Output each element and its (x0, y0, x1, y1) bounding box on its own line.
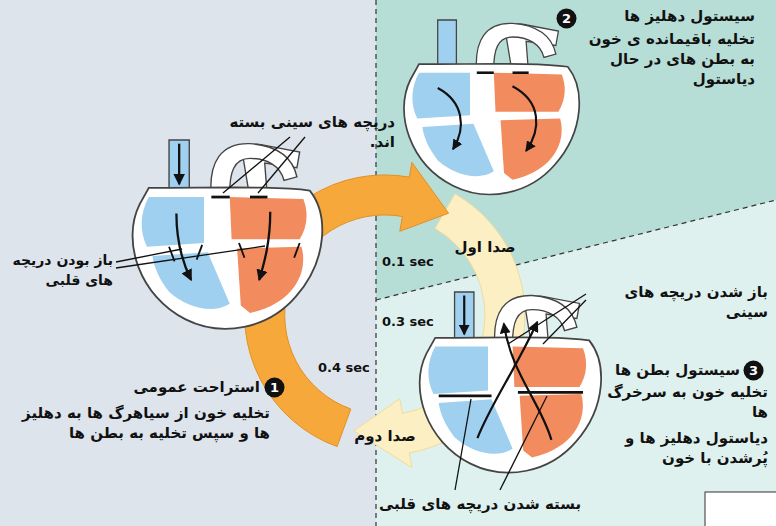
phase-description: دیاستول دهلیز ها و پُرشدن با خون (603, 428, 768, 468)
duration-label: 0.3 sec (382, 312, 444, 332)
phase-heading: سیستول بطن ها (605, 360, 740, 380)
heart-ventricular-systole (420, 292, 601, 473)
duration-label: 0.4 sec (318, 358, 380, 378)
callout-circle (744, 361, 764, 381)
phase-heading: استراحت عمومی (120, 377, 260, 397)
valve-label: باز بودن دریچه های قلبی (8, 250, 113, 290)
phase-description: تخلیه باقیمانده ی خون به بطن های در حال … (575, 29, 755, 89)
duration-label: 0.1 sec (382, 252, 444, 272)
heart-atrial-systole (404, 20, 579, 194)
callout-number: 2 (556, 8, 577, 29)
callout-circle (557, 9, 577, 29)
valve-label: بسته شدن دریچه های قلبی (375, 494, 585, 514)
heart-sound-label: صدا اول (450, 237, 520, 257)
heart-sound-label: صدا دوم (350, 426, 420, 446)
callout-number: 3 (749, 363, 758, 378)
valve-label: باز شدن دریچه های سینی (590, 282, 768, 322)
atrial-systole-zone (376, 0, 776, 300)
phase-heading: سیستول دهلیز ها (575, 6, 755, 26)
heart-relaxation (133, 140, 323, 329)
callout-number: 1 (270, 380, 279, 395)
phase-description: تخلیه خون از سیاهرگ ها به دهلیز ها و سپس… (15, 403, 270, 443)
phase-description: تخلیه خون به سرخرگ ها (603, 382, 768, 422)
callout-number: 1 (264, 377, 285, 398)
callout-circle (265, 378, 285, 398)
left-panel (0, 0, 376, 526)
callout-number: 3 (743, 360, 764, 381)
corner-box (705, 492, 776, 526)
callout-number: 2 (562, 11, 571, 26)
valve-label: دریچه های سینی بسته اند. (200, 112, 395, 152)
right-panel (376, 0, 776, 526)
divider-line (375, 0, 376, 526)
